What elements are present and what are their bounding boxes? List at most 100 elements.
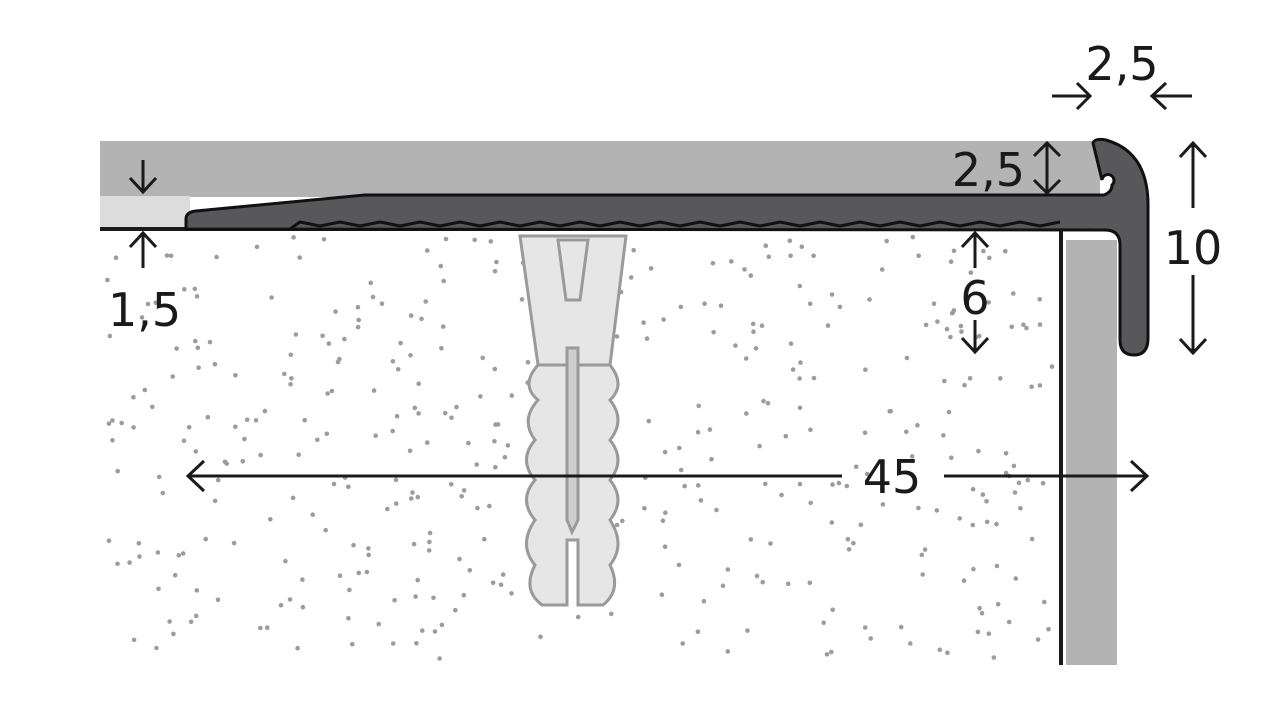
concrete-dot: [862, 625, 868, 630]
concrete-dot: [154, 645, 159, 651]
concrete-dot: [695, 629, 701, 634]
concrete-dot: [333, 309, 338, 314]
concrete-dot: [492, 366, 498, 372]
concrete-dot: [1012, 490, 1018, 495]
concrete-dot: [487, 503, 492, 509]
concrete-dot: [837, 304, 843, 310]
concrete-dot: [329, 388, 335, 394]
concrete-dot: [701, 598, 707, 604]
concrete-dot: [662, 544, 668, 549]
concrete-dot: [423, 299, 429, 304]
concrete-dot: [898, 624, 904, 630]
concrete-dot: [765, 400, 771, 406]
concrete-dot: [443, 236, 449, 242]
concrete-dot: [295, 645, 300, 651]
concrete-dot: [115, 468, 120, 474]
concrete-dot: [808, 500, 813, 506]
concrete-dot: [139, 315, 145, 320]
concrete-dot: [797, 481, 803, 487]
concrete-dot: [321, 237, 327, 242]
concrete-dot: [851, 540, 856, 546]
concrete-dot: [811, 253, 816, 259]
concrete-dot: [538, 634, 543, 640]
concrete-dot: [908, 641, 913, 646]
concrete-dot: [959, 329, 964, 334]
concrete-dot: [742, 267, 747, 272]
concrete-dot: [844, 483, 850, 489]
concrete-dot: [480, 355, 486, 361]
concrete-dot: [106, 538, 112, 543]
concrete-dot: [1029, 384, 1034, 390]
concrete-dot: [986, 300, 991, 305]
concrete-dot: [937, 647, 943, 653]
concrete-dot: [799, 244, 805, 249]
concrete-dot: [519, 297, 525, 302]
concrete-dot: [425, 440, 430, 445]
concrete-dot: [707, 427, 713, 432]
concrete-dot: [192, 286, 198, 292]
concrete-dot: [678, 304, 684, 310]
concrete-dot: [904, 355, 910, 361]
concrete-dot: [176, 553, 182, 558]
concrete-dot: [864, 471, 870, 477]
concrete-dot: [490, 580, 496, 586]
concrete-dot: [289, 376, 294, 381]
concrete-dot: [448, 482, 454, 487]
concrete-dot: [390, 641, 396, 646]
concrete-dot: [291, 235, 296, 240]
concrete-dot: [493, 464, 498, 470]
concrete-dot: [390, 428, 396, 434]
concrete-dot: [142, 387, 148, 393]
concrete-dot: [821, 620, 826, 626]
nose-thickness-dimension: 2,5: [1052, 37, 1192, 111]
concrete-dot: [714, 507, 719, 513]
concrete-dot: [783, 433, 789, 439]
concrete-dot: [467, 568, 473, 573]
concrete-dot: [829, 649, 834, 655]
concrete-dot: [283, 558, 288, 564]
concrete-dot: [987, 255, 992, 261]
concrete-dot: [879, 267, 885, 272]
concrete-dot: [454, 404, 459, 410]
concrete-dot: [916, 505, 921, 511]
concrete-dot: [748, 537, 754, 542]
concrete-dot: [215, 597, 221, 603]
concrete-dot: [323, 527, 329, 533]
nosing-profile: [184, 137, 1150, 357]
concrete-dot: [136, 541, 142, 546]
wall-plug-dowel: [518, 234, 628, 607]
concrete-dot: [725, 567, 731, 572]
concrete-dot: [759, 323, 765, 329]
concrete-dot: [779, 492, 784, 498]
concrete-dot: [150, 404, 155, 410]
concrete-dot: [110, 438, 115, 443]
concrete-dot: [288, 352, 294, 358]
concrete-dot: [720, 583, 726, 589]
concrete-dot: [888, 409, 893, 414]
concrete-dot: [253, 418, 259, 423]
concrete-dot: [437, 656, 442, 661]
concrete-dot: [910, 234, 916, 240]
concrete-dot: [944, 326, 950, 332]
concrete-dot: [880, 502, 886, 507]
concrete-dot: [986, 631, 992, 636]
concrete-dot: [366, 552, 372, 558]
concrete-dot: [412, 405, 418, 411]
concrete-dot: [750, 321, 756, 327]
concrete-dot: [119, 420, 124, 426]
concrete-dot: [393, 501, 399, 506]
concrete-dot: [863, 367, 868, 373]
concrete-dot: [172, 572, 178, 578]
concrete-dot: [614, 522, 620, 528]
concrete-dot: [356, 570, 362, 576]
concrete-dot: [300, 604, 306, 610]
concrete-dot: [695, 429, 701, 435]
concrete-dot: [761, 398, 766, 404]
concrete-dot: [427, 530, 433, 536]
concrete-dot: [441, 278, 447, 284]
concrete-dot: [110, 418, 115, 423]
concrete-dot: [419, 316, 424, 322]
concrete-dot: [923, 322, 929, 328]
concrete-dot: [212, 498, 218, 504]
concrete-dot: [370, 294, 376, 300]
